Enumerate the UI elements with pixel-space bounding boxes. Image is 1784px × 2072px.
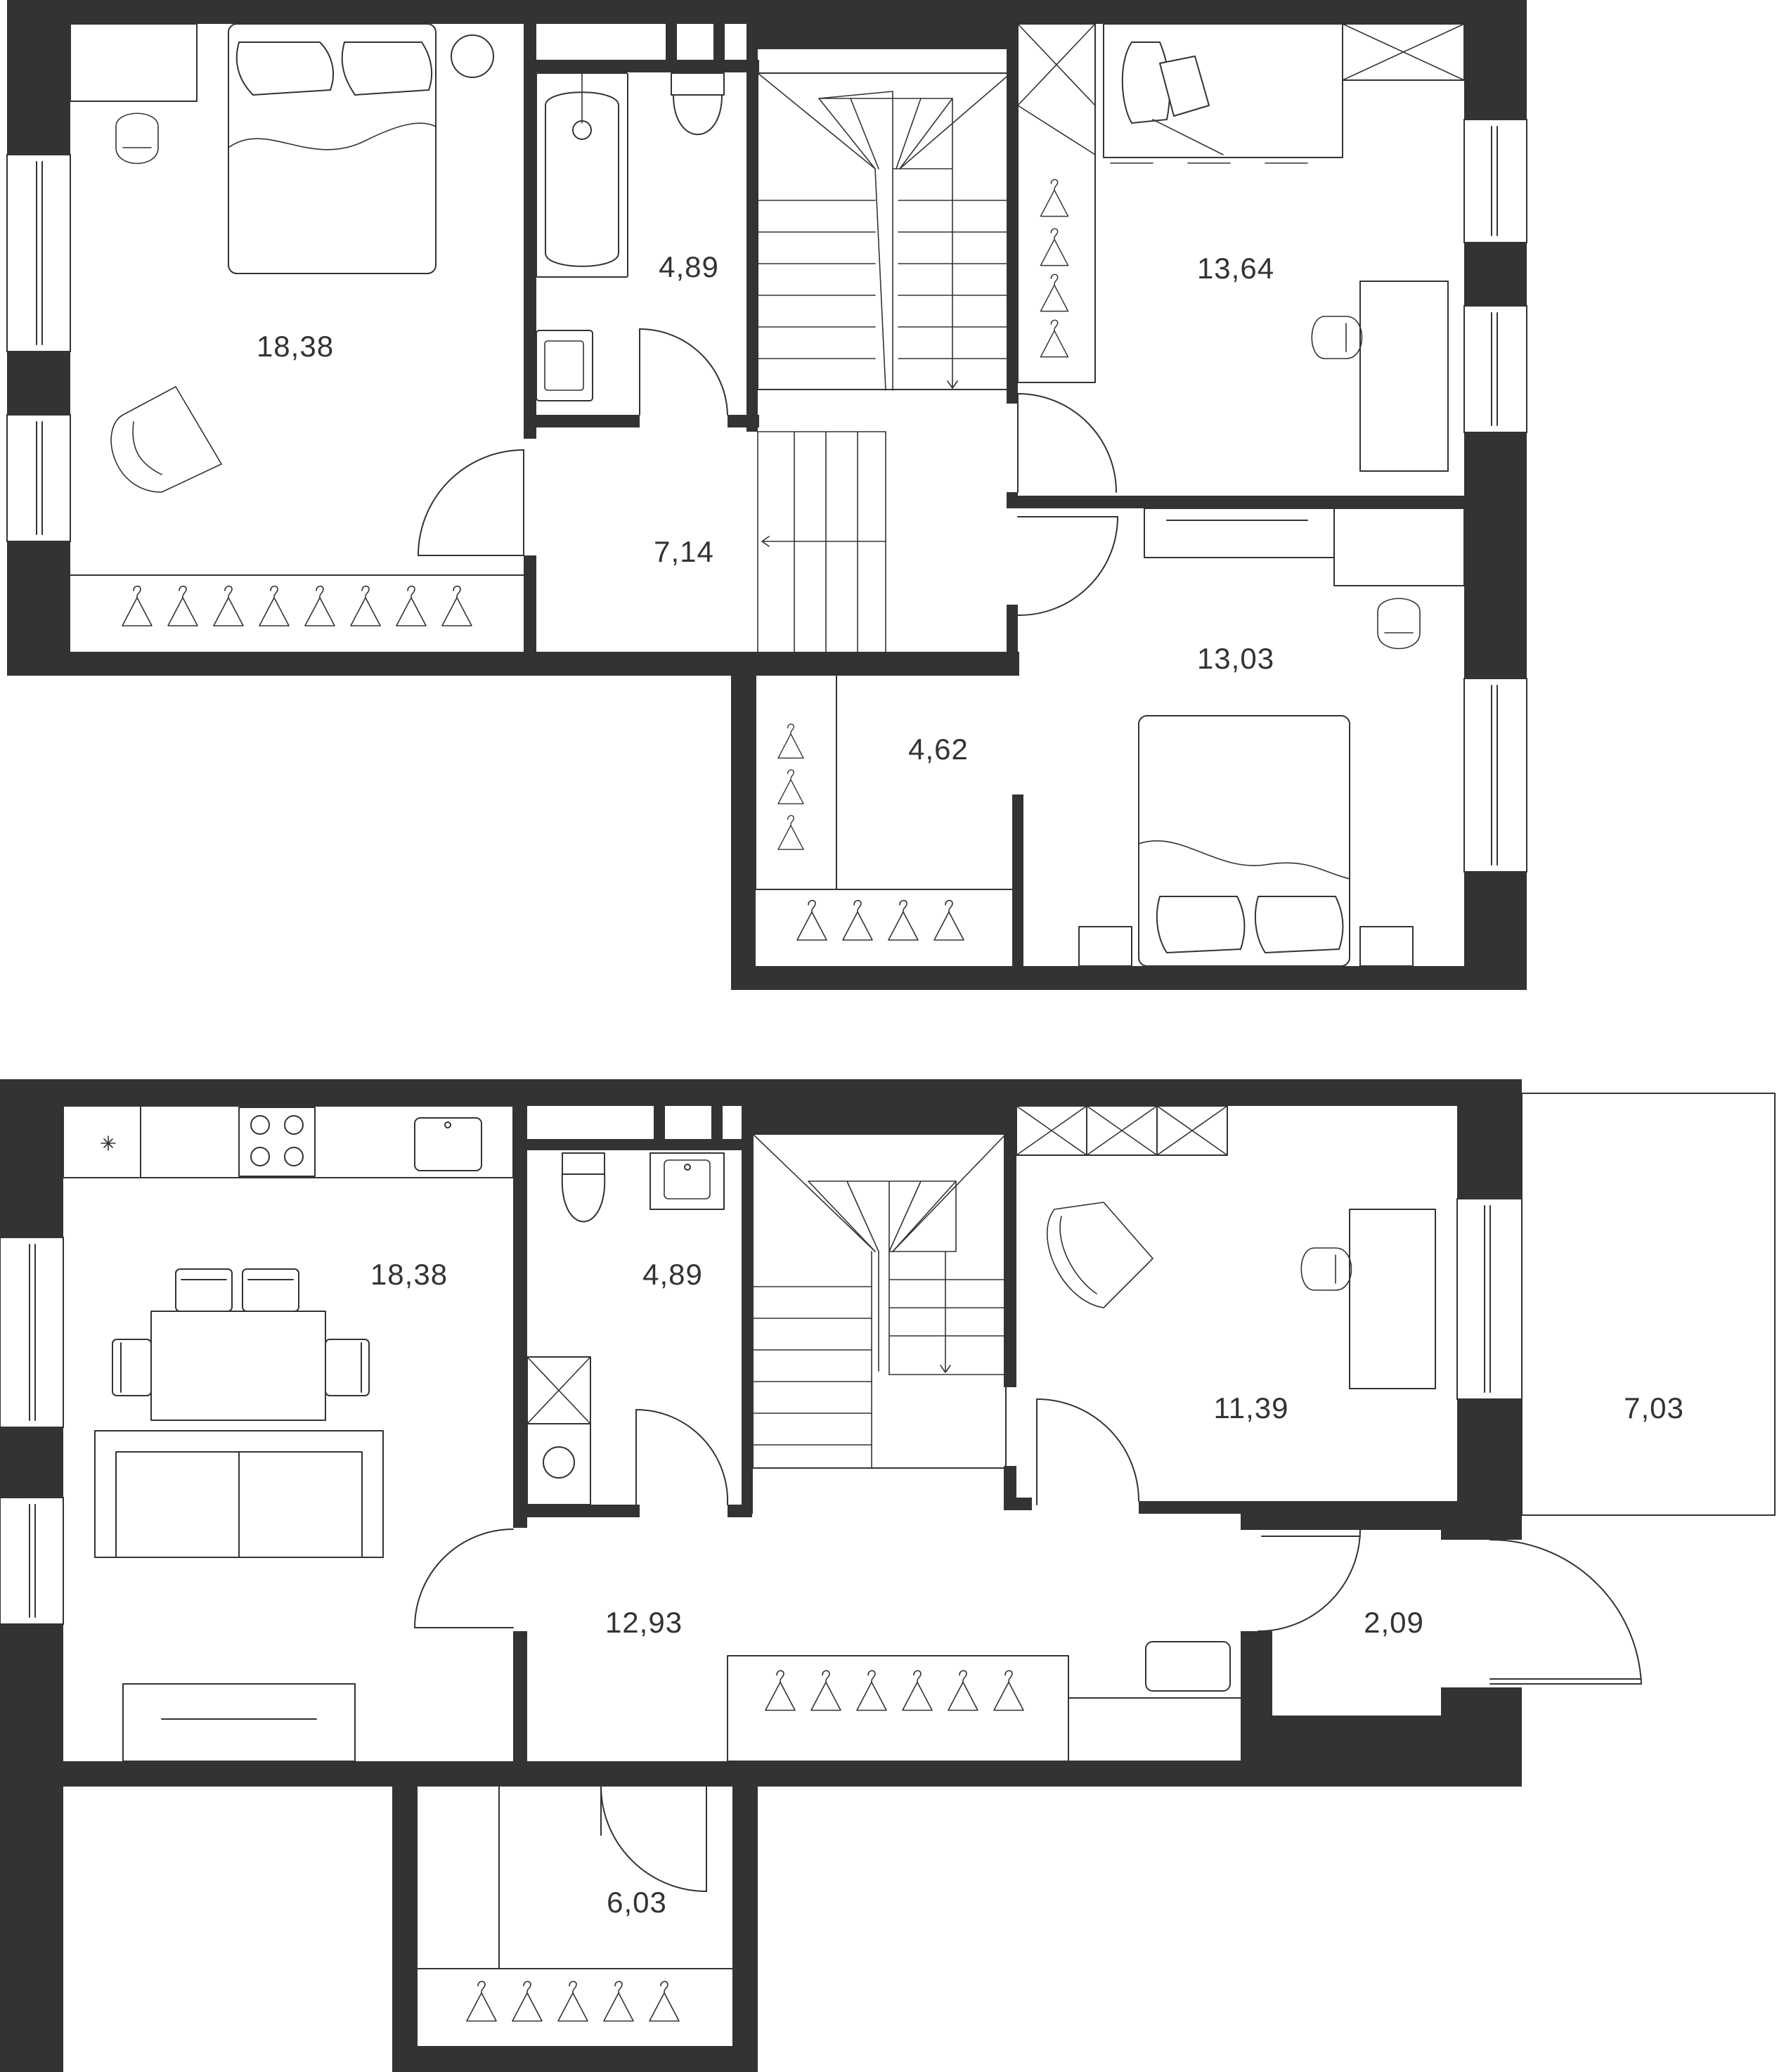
- area-label-kitchen-living: 18,38: [370, 1258, 448, 1291]
- area-label-bathroom-lower: 4,89: [642, 1258, 703, 1291]
- area-label-hall-lower: 12,93: [605, 1606, 683, 1639]
- area-label-bedroom-3: 13,03: [1196, 642, 1275, 675]
- area-label-bathroom-upper: 4,89: [659, 250, 719, 283]
- upper-floor: [6, 0, 1527, 990]
- area-label-bedroom-1: 18,38: [256, 330, 335, 363]
- area-label-wardrobe-upper: 4,62: [908, 733, 969, 766]
- lower-floor: [0, 1079, 1776, 2072]
- area-label-vestibule: 2,09: [1364, 1606, 1424, 1639]
- area-label-study: 11,39: [1213, 1391, 1289, 1424]
- area-label-hall-upper: 7,14: [654, 535, 714, 568]
- area-label-bedroom-2: 13,64: [1196, 252, 1275, 285]
- area-label-storage: 6,03: [607, 1886, 667, 1919]
- area-label-terrace: 7,03: [1624, 1391, 1684, 1424]
